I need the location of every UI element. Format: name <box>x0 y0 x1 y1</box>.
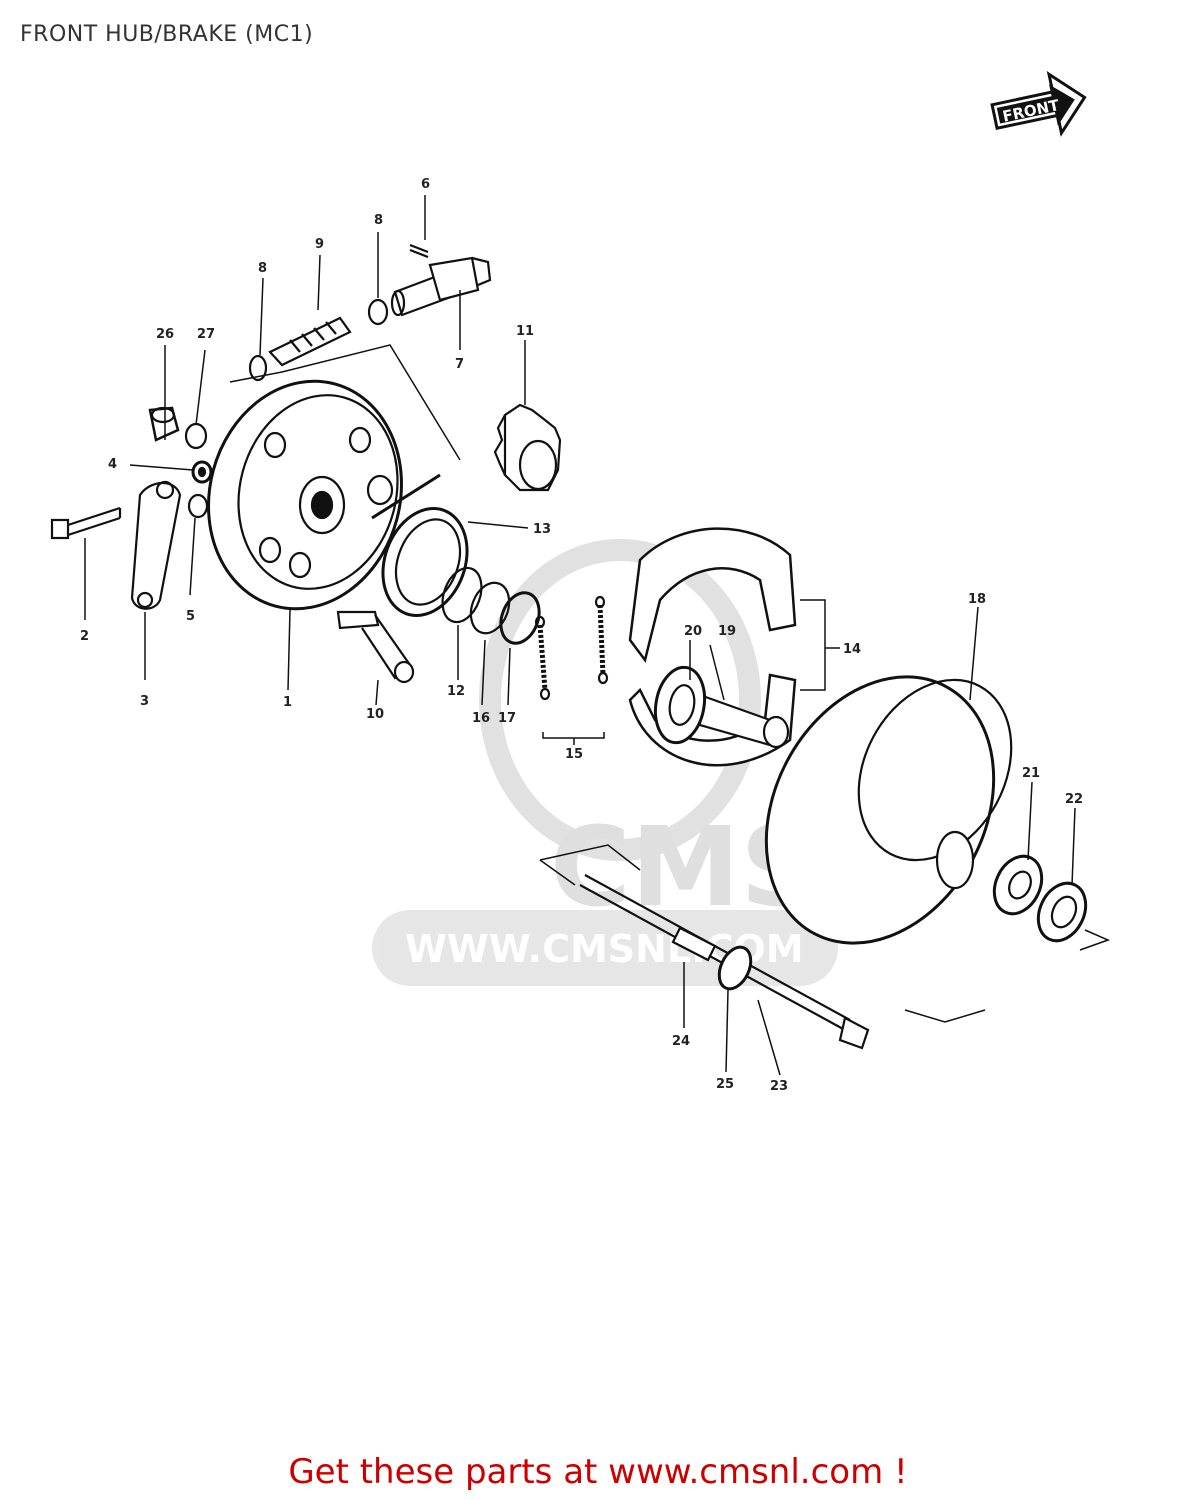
callout-16: 16 <box>472 711 490 726</box>
part-3-cam-lever <box>130 480 182 610</box>
part-19-spacer <box>698 693 790 749</box>
callout-13: 13 <box>533 522 551 537</box>
callout-19: 19 <box>718 624 736 639</box>
callout-20: 20 <box>684 624 702 639</box>
callout-26: 26 <box>156 327 174 342</box>
callout-11: 11 <box>516 324 534 339</box>
part-8-washer-upper <box>367 298 389 326</box>
part-7-gear-housing <box>390 256 492 317</box>
part-23-axle <box>579 874 870 1050</box>
callout-14: 14 <box>843 642 861 657</box>
callout-27: 27 <box>197 327 215 342</box>
part-13-retainer <box>381 507 469 617</box>
callout-9: 9 <box>315 237 324 252</box>
callout-25: 25 <box>716 1077 734 1092</box>
callout-labels: 1 2 3 4 5 6 7 8 8 9 10 11 12 13 14 15 16… <box>80 177 1083 1094</box>
callout-24: 24 <box>672 1034 690 1049</box>
part-18-wheel-hub <box>764 675 1013 945</box>
callout-12: 12 <box>447 684 465 699</box>
callout-22: 22 <box>1065 792 1083 807</box>
part-20-bearing <box>653 665 707 745</box>
diagram-title: FRONT HUB/BRAKE (MC1) <box>20 22 314 47</box>
callout-18: 18 <box>968 592 986 607</box>
part-25-collar <box>717 945 753 991</box>
callout-6: 6 <box>421 177 430 192</box>
part-26-seal <box>148 406 180 442</box>
leader-lines <box>84 195 1111 1076</box>
callout-23: 23 <box>770 1079 788 1094</box>
part-27-washer <box>184 422 208 450</box>
part-10-cam-shaft <box>336 610 415 684</box>
callout-8-upper: 8 <box>374 213 383 228</box>
part-9-drive-gear <box>268 316 352 367</box>
part-22-seal <box>1036 881 1088 943</box>
part-24-spacer <box>671 926 717 962</box>
callout-15: 15 <box>565 747 583 762</box>
part-4-nut <box>191 460 213 484</box>
part-5-washer <box>187 493 209 519</box>
callout-17: 17 <box>498 711 516 726</box>
part-15-springs <box>534 595 609 701</box>
parts-link[interactable]: Get these parts at www.cmsnl.com ! <box>288 1452 908 1492</box>
callout-1: 1 <box>283 695 292 710</box>
part-12-ring <box>441 566 483 624</box>
part-21-bearing <box>992 854 1044 916</box>
callout-10: 10 <box>366 707 384 722</box>
callout-7: 7 <box>455 357 464 372</box>
callout-21: 21 <box>1022 766 1040 781</box>
callout-8-lower: 8 <box>258 261 267 276</box>
callout-5: 5 <box>186 609 195 624</box>
part-6-pin <box>409 243 429 259</box>
front-direction-arrow: FRONT <box>990 71 1087 137</box>
part-11-gear <box>493 403 562 492</box>
callout-3: 3 <box>140 694 149 709</box>
part-1-brake-panel <box>207 379 441 611</box>
part-2-bolt <box>50 506 122 540</box>
part-16-ring <box>469 581 511 635</box>
callout-4: 4 <box>108 457 117 472</box>
part-8-washer-lower <box>248 354 268 382</box>
callout-2: 2 <box>80 629 89 644</box>
